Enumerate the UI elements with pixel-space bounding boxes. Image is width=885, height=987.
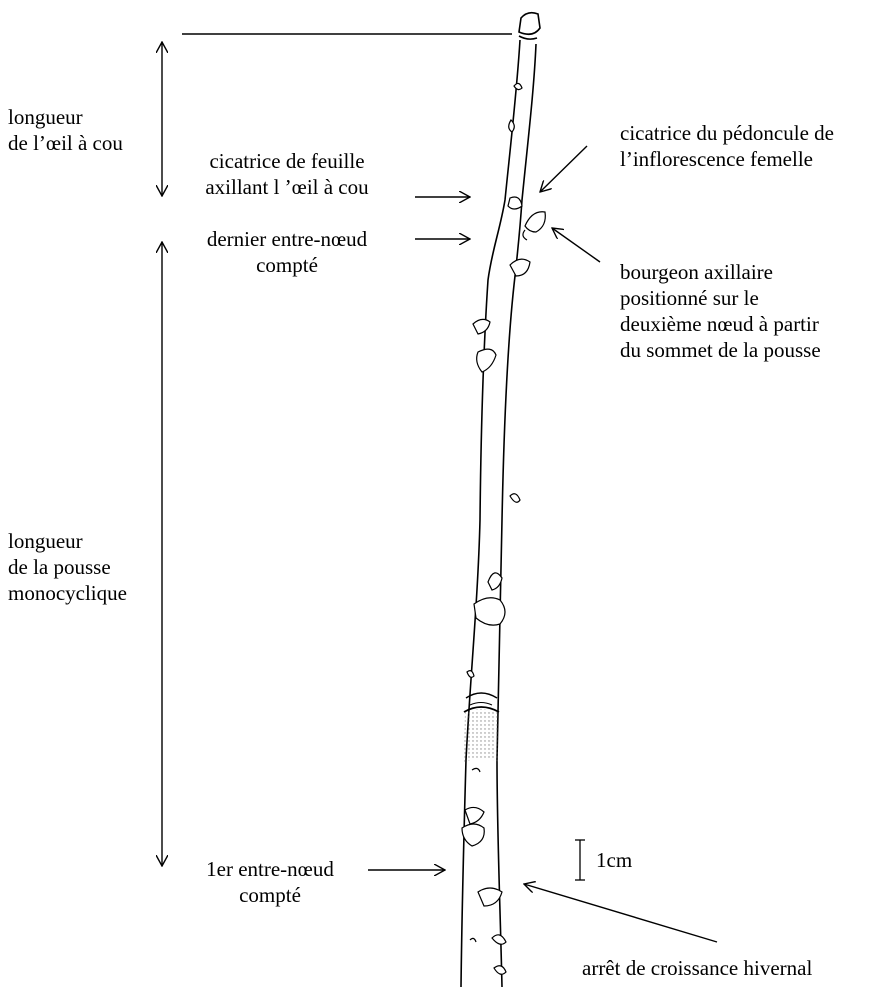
last-internode-label-line2: compté xyxy=(176,252,398,278)
shoot-length-label-line1: longueur xyxy=(8,528,127,554)
peduncle-pointer xyxy=(540,146,587,192)
bud-pointer xyxy=(552,228,600,262)
shoot-length-label-line3: monocyclique xyxy=(8,580,127,606)
eye-length-label: longueur de l’œil à cou xyxy=(8,104,123,156)
first-internode-label-line2: compté xyxy=(180,882,360,908)
first-internode-label: 1er entre-nœud compté xyxy=(180,856,360,908)
peduncle-scar-label-line1: cicatrice du pédoncule de xyxy=(620,120,834,146)
winter-stop-label: arrêt de croissance hivernal xyxy=(582,955,812,981)
eye-length-label-line2: de l’œil à cou xyxy=(8,130,123,156)
axillary-bud-label-line1: bourgeon axillaire xyxy=(620,259,821,285)
axillary-bud-label: bourgeon axillaire positionné sur le deu… xyxy=(620,259,821,363)
leaf-scar-label: cicatrice de feuille axillant l ’œil à c… xyxy=(176,148,398,200)
scale-bar xyxy=(575,840,585,880)
axillary-bud-label-line2: positionné sur le xyxy=(620,285,821,311)
first-internode-label-line1: 1er entre-nœud xyxy=(180,856,360,882)
axillary-bud-label-line4: du sommet de la pousse xyxy=(620,337,821,363)
shoot-length-label: longueur de la pousse monocyclique xyxy=(8,528,127,606)
eye-length-label-line1: longueur xyxy=(8,104,123,130)
peduncle-scar-label: cicatrice du pédoncule de l’inflorescenc… xyxy=(620,120,834,172)
last-internode-label: dernier entre-nœud compté xyxy=(176,226,398,278)
last-internode-label-line1: dernier entre-nœud xyxy=(176,226,398,252)
peduncle-scar-label-line2: l’inflorescence femelle xyxy=(620,146,834,172)
winter-stop-pointer xyxy=(524,884,717,942)
axillary-bud-label-line3: deuxième nœud à partir xyxy=(620,311,821,337)
shoot-length-label-line2: de la pousse xyxy=(8,554,127,580)
buds-and-scars xyxy=(462,83,545,974)
leaf-scar-label-line1: cicatrice de feuille xyxy=(176,148,398,174)
leaf-scar-label-line2: axillant l ’œil à cou xyxy=(176,174,398,200)
scale-label: 1cm xyxy=(596,847,632,873)
